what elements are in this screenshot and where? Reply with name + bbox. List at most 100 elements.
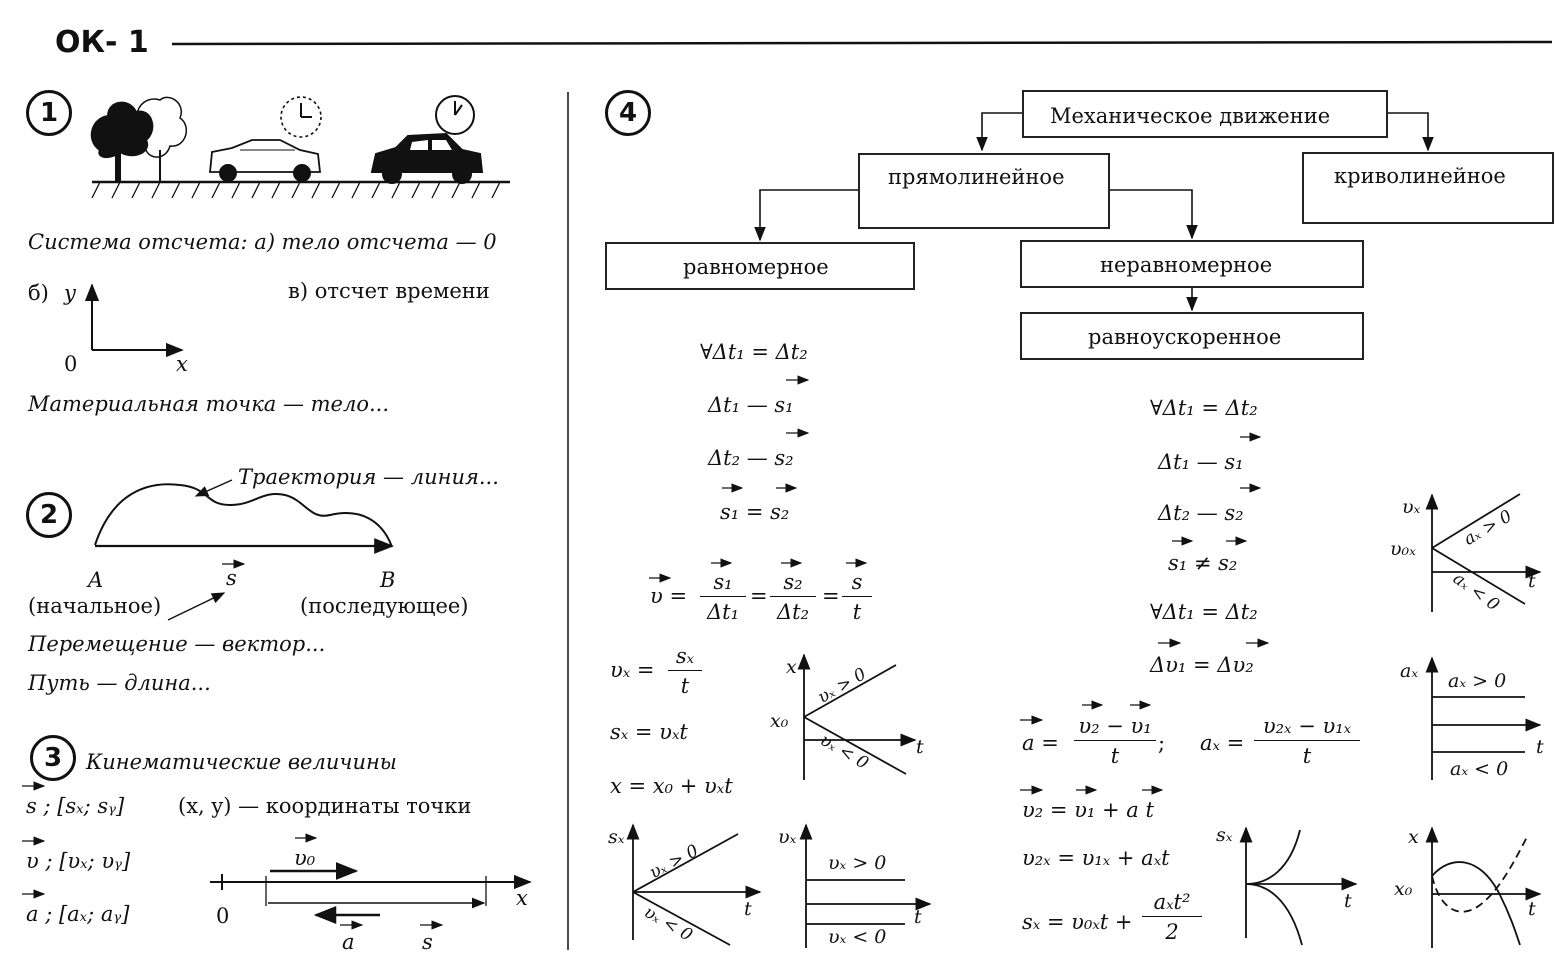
accel-den: t xyxy=(1110,744,1120,768)
material-point-text: Материальная точка — тело... xyxy=(28,392,389,416)
accel-f4: s₁ ≠ s₂ xyxy=(1168,551,1238,575)
graph-sx-uniform xyxy=(626,823,762,946)
frac3-den: t xyxy=(852,600,862,624)
point-a-label: A xyxy=(88,568,104,592)
car-dark-icon xyxy=(370,132,484,184)
graph-vx-accel xyxy=(1425,493,1542,612)
graph-sx-accel xyxy=(1239,826,1358,946)
ground-hatch xyxy=(91,180,510,199)
gx-x0: x₀ xyxy=(770,710,789,732)
axis-zero-label: 0 xyxy=(216,904,230,928)
nonuniform-label: неравномерное xyxy=(1100,253,1273,277)
velocity-lhs: υ = xyxy=(650,584,688,608)
box-curved: криволинейное xyxy=(1302,152,1554,224)
gax-down: aₓ < 0 xyxy=(1450,758,1509,780)
vx-frac: sₓ t xyxy=(668,644,702,698)
tree-connectors xyxy=(754,112,1434,312)
gsx-ylabel: sₓ xyxy=(608,826,625,848)
ax-frac: υ₂ₓ − υ₁ₓ t xyxy=(1254,714,1360,768)
graph-vx-uniform xyxy=(799,823,932,948)
coordinates-text: (x, y) — координаты точки xyxy=(178,794,472,818)
accel-vector-marks xyxy=(1020,432,1270,795)
kinematic-title: Кинематические величины xyxy=(86,750,397,774)
trajectory-text: Траектория — линия... xyxy=(238,465,499,489)
displacement-text: Перемещение — вектор... xyxy=(28,632,326,656)
gva-ylabel: υₓ xyxy=(1402,496,1421,518)
gsx-t: t xyxy=(744,898,752,920)
axis-v0-label: υ₀ xyxy=(294,846,316,870)
box-mechanical-motion: Механическое движение xyxy=(1022,90,1388,138)
uniform-f2: Δt₁ — s₁ xyxy=(708,393,794,417)
gax-ylabel: aₓ xyxy=(1400,660,1419,682)
accel-lhs: a = xyxy=(1022,731,1059,755)
equals-1: = xyxy=(750,584,768,608)
vx-num: sₓ xyxy=(668,644,702,671)
gvx-up: υₓ > 0 xyxy=(828,852,887,874)
uniform-f1: ∀Δt₁ = Δt₂ xyxy=(700,340,808,364)
sx-accel-frac: aₓt² 2 xyxy=(1142,890,1202,944)
accel-f1: ∀Δt₁ = Δt₂ xyxy=(1150,396,1258,420)
gx-t: t xyxy=(916,736,924,758)
vx-lhs: υₓ = xyxy=(610,658,655,682)
frac1-num: s₁ xyxy=(700,570,746,597)
x-formula: x = x₀ + υₓt xyxy=(610,774,733,798)
gsa-t: t xyxy=(1344,890,1352,912)
accel-f5: ∀Δt₁ = Δt₂ xyxy=(1150,600,1258,624)
ax-den: t xyxy=(1302,744,1312,768)
path-text: Путь — длина... xyxy=(28,671,211,695)
section-3-badge: 3 xyxy=(30,735,76,781)
page-title: ОК- 1 xyxy=(55,25,149,60)
quantity-s-row: s ; [sₓ; sᵧ] xyxy=(26,794,125,818)
gx-ylabel: x xyxy=(786,656,797,678)
axis-s-label: s xyxy=(422,930,433,954)
accel-f2: Δt₁ — s₁ xyxy=(1158,450,1244,474)
clock-dashed-icon xyxy=(280,96,322,138)
frac2-num: s₂ xyxy=(770,570,816,597)
uniform-f4: s₁ = s₂ xyxy=(720,500,790,524)
axis-a-label: a xyxy=(342,930,355,954)
accel-frac: υ₂ − υ₁ t xyxy=(1074,714,1156,768)
frame-b-label: б) xyxy=(28,281,49,305)
header-rule xyxy=(171,40,1553,46)
velocity-frac-1: s₁ Δt₁ xyxy=(700,570,746,624)
accel-f3: Δt₂ — s₂ xyxy=(1158,501,1244,525)
section-1-badge: 1 xyxy=(26,90,72,136)
gxa-x0: x₀ xyxy=(1394,878,1413,900)
graph-ax xyxy=(1425,656,1542,780)
v2x-formula: υ₂ₓ = υ₁ₓ + aₓt xyxy=(1022,846,1170,870)
vx-den: t xyxy=(680,674,690,698)
gxa-ylabel: x xyxy=(1408,826,1419,848)
kinematic-axis xyxy=(22,781,532,930)
axis-y-label: y xyxy=(64,281,76,305)
sx-accel-den: 2 xyxy=(1165,920,1179,944)
point-a-description: (начальное) xyxy=(28,594,162,618)
gvx-down: υₓ < 0 xyxy=(828,926,887,948)
tree-icon xyxy=(90,96,188,182)
origin-label: 0 xyxy=(64,352,78,376)
accel-f6: Δυ₁ = Δυ₂ xyxy=(1150,653,1254,677)
frame-axes xyxy=(84,283,184,358)
gxa-t: t xyxy=(1528,898,1536,920)
ax-lhs: aₓ = xyxy=(1200,731,1245,755)
point-b-description: (последующее) xyxy=(300,594,469,618)
curved-label: криволинейное xyxy=(1334,164,1506,188)
quantity-v-row: υ ; [υₓ; υᵧ] xyxy=(26,849,131,873)
trajectory-curve xyxy=(94,479,394,621)
gvx-ylabel: υₓ xyxy=(778,826,797,848)
frac2-den: Δt₂ xyxy=(776,600,810,624)
uniform-f3: Δt₂ — s₂ xyxy=(708,446,794,470)
gvx-t: t xyxy=(914,906,922,928)
v2-formula: υ₂ = υ₁ + a t xyxy=(1022,798,1154,822)
box-uniform: равномерное xyxy=(605,242,915,290)
uniform-label: равномерное xyxy=(683,255,829,279)
gax-up: aₓ > 0 xyxy=(1448,670,1507,692)
gsa-ylabel: sₓ xyxy=(1216,824,1233,846)
sx-formula: sₓ = υₓt xyxy=(610,720,688,744)
equals-2: = xyxy=(822,584,840,608)
axis-x-end-label: x xyxy=(516,886,528,910)
point-b-label: B xyxy=(380,568,396,592)
straight-label: прямолинейное xyxy=(888,165,1065,189)
ax-num: υ₂ₓ − υ₁ₓ xyxy=(1254,714,1360,741)
gax-t: t xyxy=(1536,736,1544,758)
